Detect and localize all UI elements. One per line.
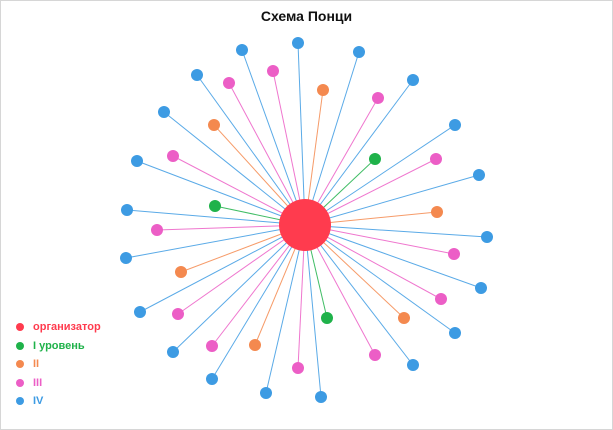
- edge-l4-h: [136, 160, 306, 226]
- node-l1-c[interactable]: [321, 312, 333, 324]
- legend-label-level4: IV: [33, 395, 44, 408]
- legend-dot-level1: [16, 341, 24, 350]
- edge-l4-k: [304, 224, 488, 238]
- legend: организатор I уровень II III IV: [16, 318, 101, 411]
- node-l2-b[interactable]: [208, 119, 220, 131]
- edge-l4-c: [304, 51, 360, 226]
- node-l3-e[interactable]: [430, 153, 442, 165]
- legend-label-level3: III: [33, 376, 43, 389]
- node-l4-g[interactable]: [449, 119, 461, 131]
- legend-label-organizer: организатор: [33, 321, 101, 334]
- node-l3-d[interactable]: [167, 150, 179, 162]
- edge-l4-p: [172, 224, 306, 353]
- edge-l4-q: [304, 224, 414, 366]
- edge-l4-t: [304, 224, 322, 398]
- edge-l4-o: [304, 224, 456, 334]
- node-l3-h[interactable]: [435, 293, 447, 305]
- edge-l4-i: [304, 174, 480, 226]
- node-l3-i[interactable]: [172, 308, 184, 320]
- node-l4-f[interactable]: [158, 106, 170, 118]
- edge-l4-e: [304, 79, 414, 226]
- edge-l4-f: [163, 111, 306, 226]
- node-l4-i[interactable]: [473, 169, 485, 181]
- legend-label-level2: II: [33, 358, 40, 371]
- node-l3-g[interactable]: [448, 248, 460, 260]
- node-l3-a[interactable]: [267, 65, 279, 77]
- node-l1-a[interactable]: [369, 153, 381, 165]
- legend-dot-level3: [16, 378, 24, 387]
- node-l3-b[interactable]: [223, 77, 235, 89]
- node-l3-j[interactable]: [206, 340, 218, 352]
- node-l2-d[interactable]: [175, 266, 187, 278]
- node-l3-l[interactable]: [292, 362, 304, 374]
- edge-l4-g: [304, 124, 456, 226]
- legend-item-level3[interactable]: III: [16, 374, 101, 393]
- node-l4-a[interactable]: [292, 37, 304, 49]
- legend-item-level2[interactable]: II: [16, 355, 101, 374]
- legend-label-level1: I уровень: [33, 339, 85, 352]
- node-l2-e[interactable]: [398, 312, 410, 324]
- edge-l3-b: [228, 82, 306, 226]
- node-l4-d[interactable]: [191, 69, 203, 81]
- edge-l4-j: [126, 209, 306, 226]
- node-l4-b[interactable]: [236, 44, 248, 56]
- node-l4-o[interactable]: [449, 327, 461, 339]
- node-organizer[interactable]: [279, 199, 331, 251]
- node-l4-t[interactable]: [315, 391, 327, 403]
- legend-item-level4[interactable]: IV: [16, 392, 101, 411]
- edge-l4-s: [265, 224, 306, 394]
- node-l3-f[interactable]: [151, 224, 163, 236]
- edge-l4-d: [196, 74, 306, 226]
- edge-l4-m: [304, 224, 482, 289]
- node-l4-l[interactable]: [120, 252, 132, 264]
- node-l4-p[interactable]: [167, 346, 179, 358]
- node-l4-m[interactable]: [475, 282, 487, 294]
- edge-l4-r: [211, 224, 306, 380]
- node-l4-j[interactable]: [121, 204, 133, 216]
- node-l4-q[interactable]: [407, 359, 419, 371]
- node-l3-k[interactable]: [369, 349, 381, 361]
- node-l2-c[interactable]: [431, 206, 443, 218]
- edge-l3-a: [272, 70, 306, 226]
- node-l2-f[interactable]: [249, 339, 261, 351]
- nodes-layer: [120, 37, 493, 403]
- legend-item-organizer[interactable]: организатор: [16, 318, 101, 337]
- edge-l4-b: [241, 49, 306, 226]
- node-l4-k[interactable]: [481, 231, 493, 243]
- edge-l4-n: [139, 224, 306, 313]
- legend-dot-organizer: [16, 323, 24, 332]
- node-l4-n[interactable]: [134, 306, 146, 318]
- legend-dot-level4: [16, 397, 24, 406]
- diagram-title: Схема Понци: [260, 8, 353, 24]
- node-l4-r[interactable]: [206, 373, 218, 385]
- node-l4-c[interactable]: [353, 46, 365, 58]
- node-l1-b[interactable]: [209, 200, 221, 212]
- edge-l4-a: [297, 42, 306, 226]
- node-l4-h[interactable]: [131, 155, 143, 167]
- node-l3-c[interactable]: [372, 92, 384, 104]
- legend-item-level1[interactable]: I уровень: [16, 337, 101, 356]
- node-l4-s[interactable]: [260, 387, 272, 399]
- edge-l4-l: [125, 224, 306, 259]
- node-l4-e[interactable]: [407, 74, 419, 86]
- legend-dot-level2: [16, 360, 24, 369]
- node-l2-a[interactable]: [317, 84, 329, 96]
